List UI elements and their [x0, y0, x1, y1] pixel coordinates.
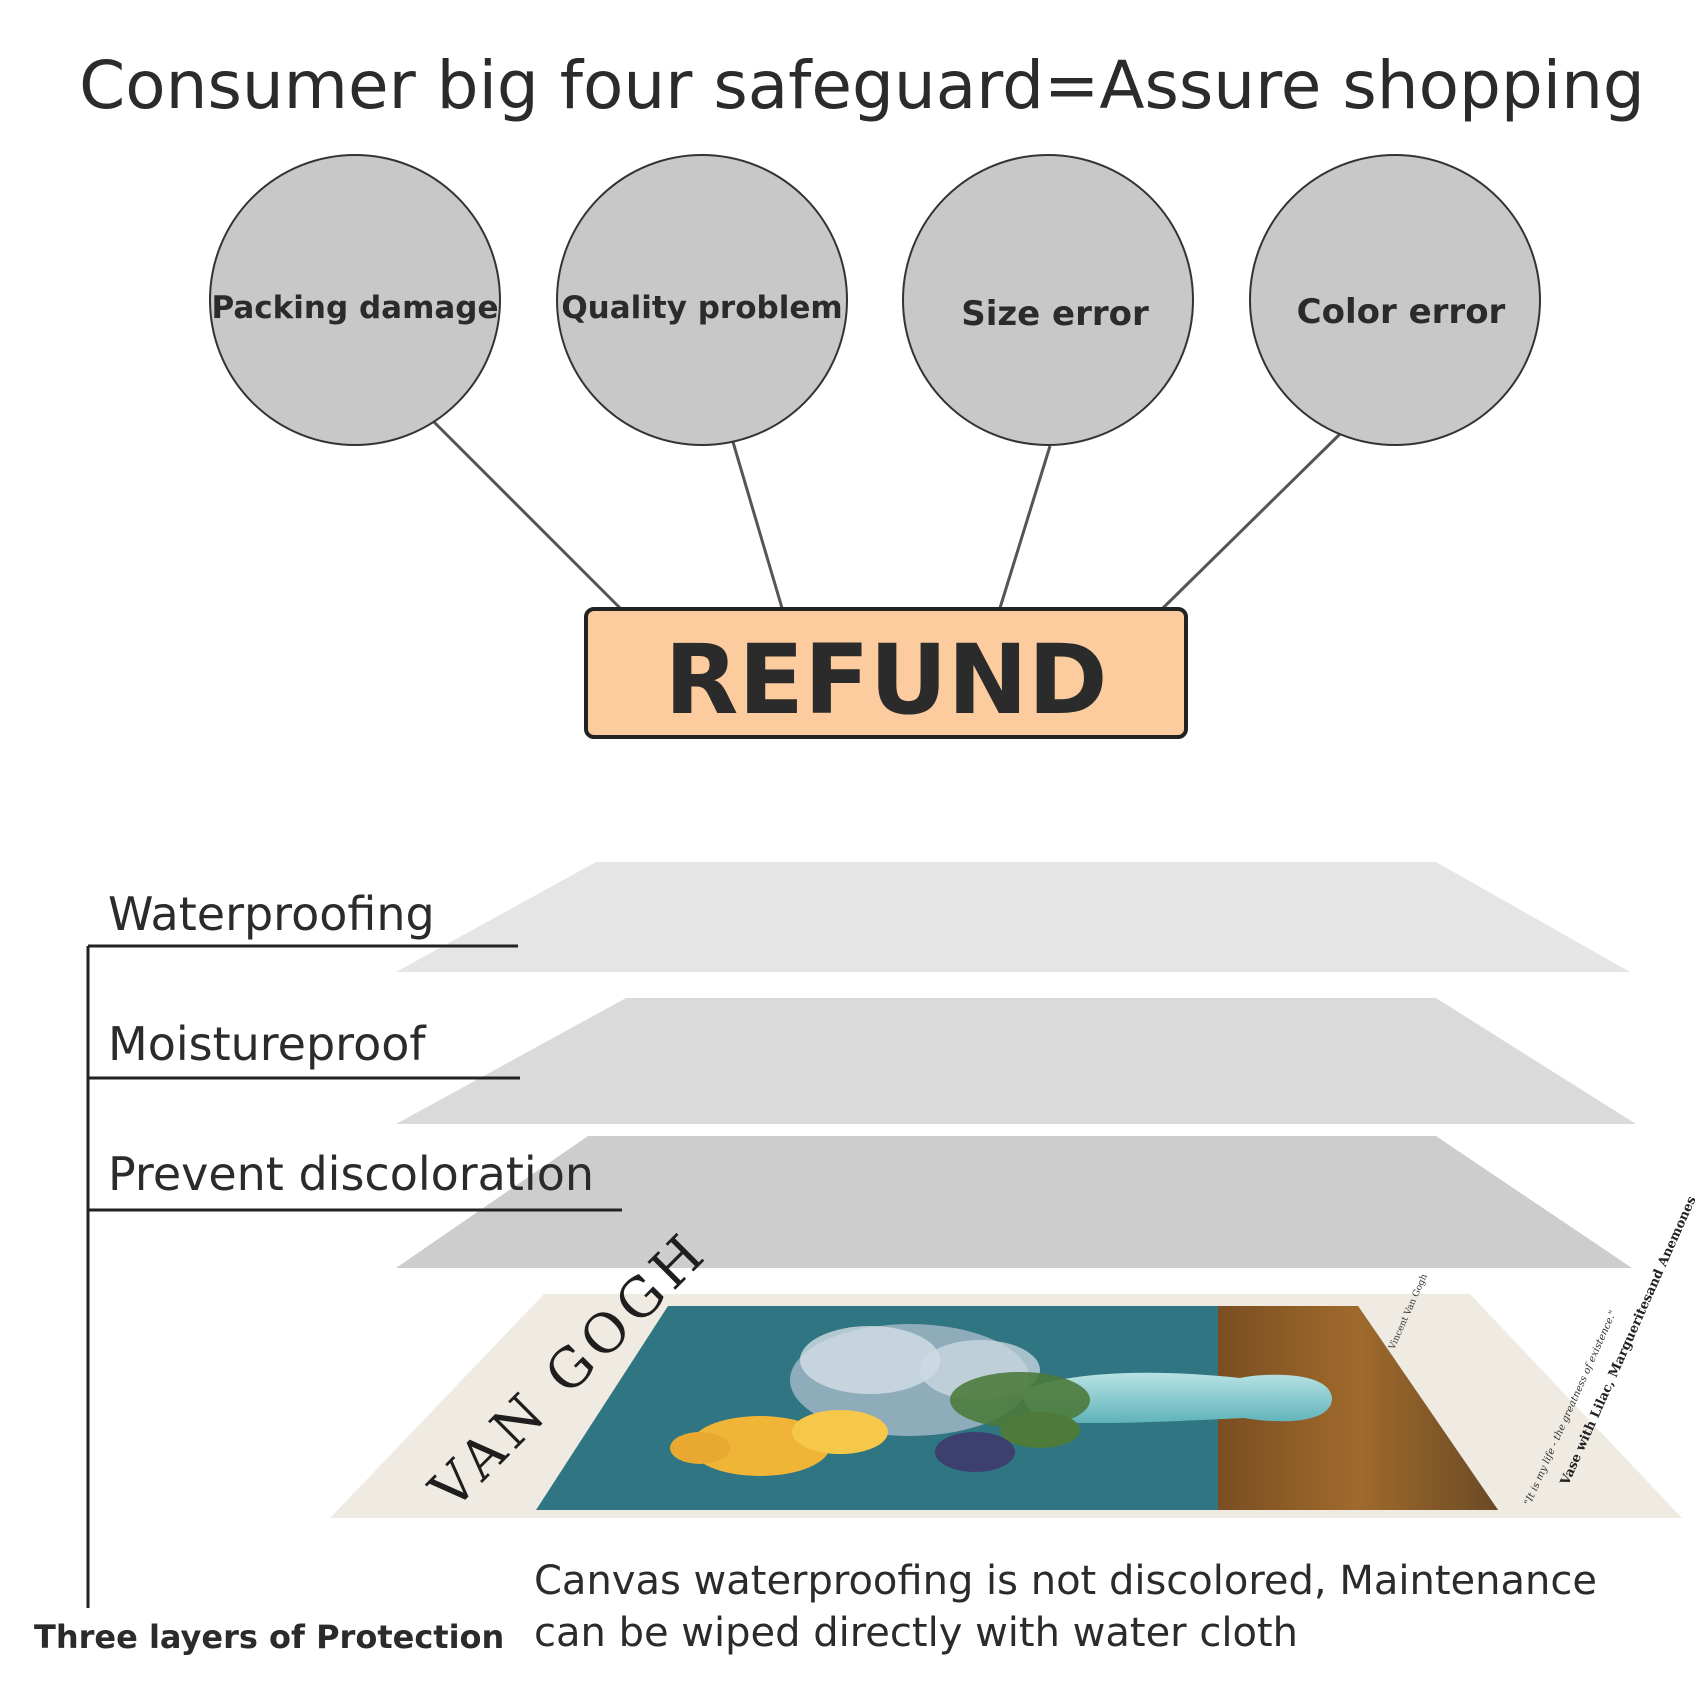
connector-line — [731, 441, 784, 609]
painting-table — [1218, 1306, 1498, 1510]
painting-flowers — [670, 1324, 1090, 1476]
connector-line — [432, 420, 622, 610]
layer-sheet-waterproofing — [396, 862, 1630, 972]
connector-lines — [432, 420, 1342, 610]
connector-line — [998, 445, 1052, 609]
refund-box: REFUND — [584, 607, 1188, 739]
connector-line — [1161, 432, 1342, 610]
layer-sheet-prevent-discoloration — [396, 1136, 1632, 1268]
safeguard-circle-size-error: Size error — [902, 154, 1194, 446]
layer-label-prevent-discoloration: Prevent discoloration — [108, 1147, 594, 1201]
caption-line: Canvas waterproofing is not discolored, … — [534, 1558, 1597, 1604]
layer-label-moistureproof: Moistureproof — [108, 1017, 427, 1071]
canvas-poster: VAN GOGH Vase with Lilac, Margueritesand… — [330, 1194, 1700, 1522]
safeguard-circle-color-error: Color error — [1249, 154, 1541, 446]
poster-painting — [536, 1306, 1498, 1510]
safeguard-label: Color error — [1297, 292, 1506, 332]
safeguard-circle-packing-damage: Packing damage — [209, 154, 501, 446]
caption-line: can be wiped directly with water cloth — [534, 1610, 1298, 1656]
page-title: Consumer big four safeguard=Assure shopp… — [79, 47, 1645, 124]
layer-label-waterproofing: Waterproofing — [108, 887, 435, 941]
bracket-caption: Three layers of Protection — [34, 1618, 504, 1656]
maintenance-caption: Canvas waterproofing is not discolored, … — [534, 1558, 1597, 1656]
safeguard-label: Packing damage — [211, 290, 498, 326]
safeguard-label: Size error — [961, 294, 1149, 334]
layer-sheet-moistureproof — [396, 998, 1636, 1124]
layer-labels: Waterproofing Moistureproof Prevent disc… — [34, 887, 622, 1656]
safeguard-circle-quality-problem: Quality problem — [556, 154, 848, 446]
refund-label: REFUND — [664, 624, 1107, 736]
safeguard-circles: Packing damage Quality problem Size erro… — [209, 154, 1541, 446]
painting-vase — [1020, 1372, 1332, 1424]
safeguard-label: Quality problem — [561, 290, 842, 326]
